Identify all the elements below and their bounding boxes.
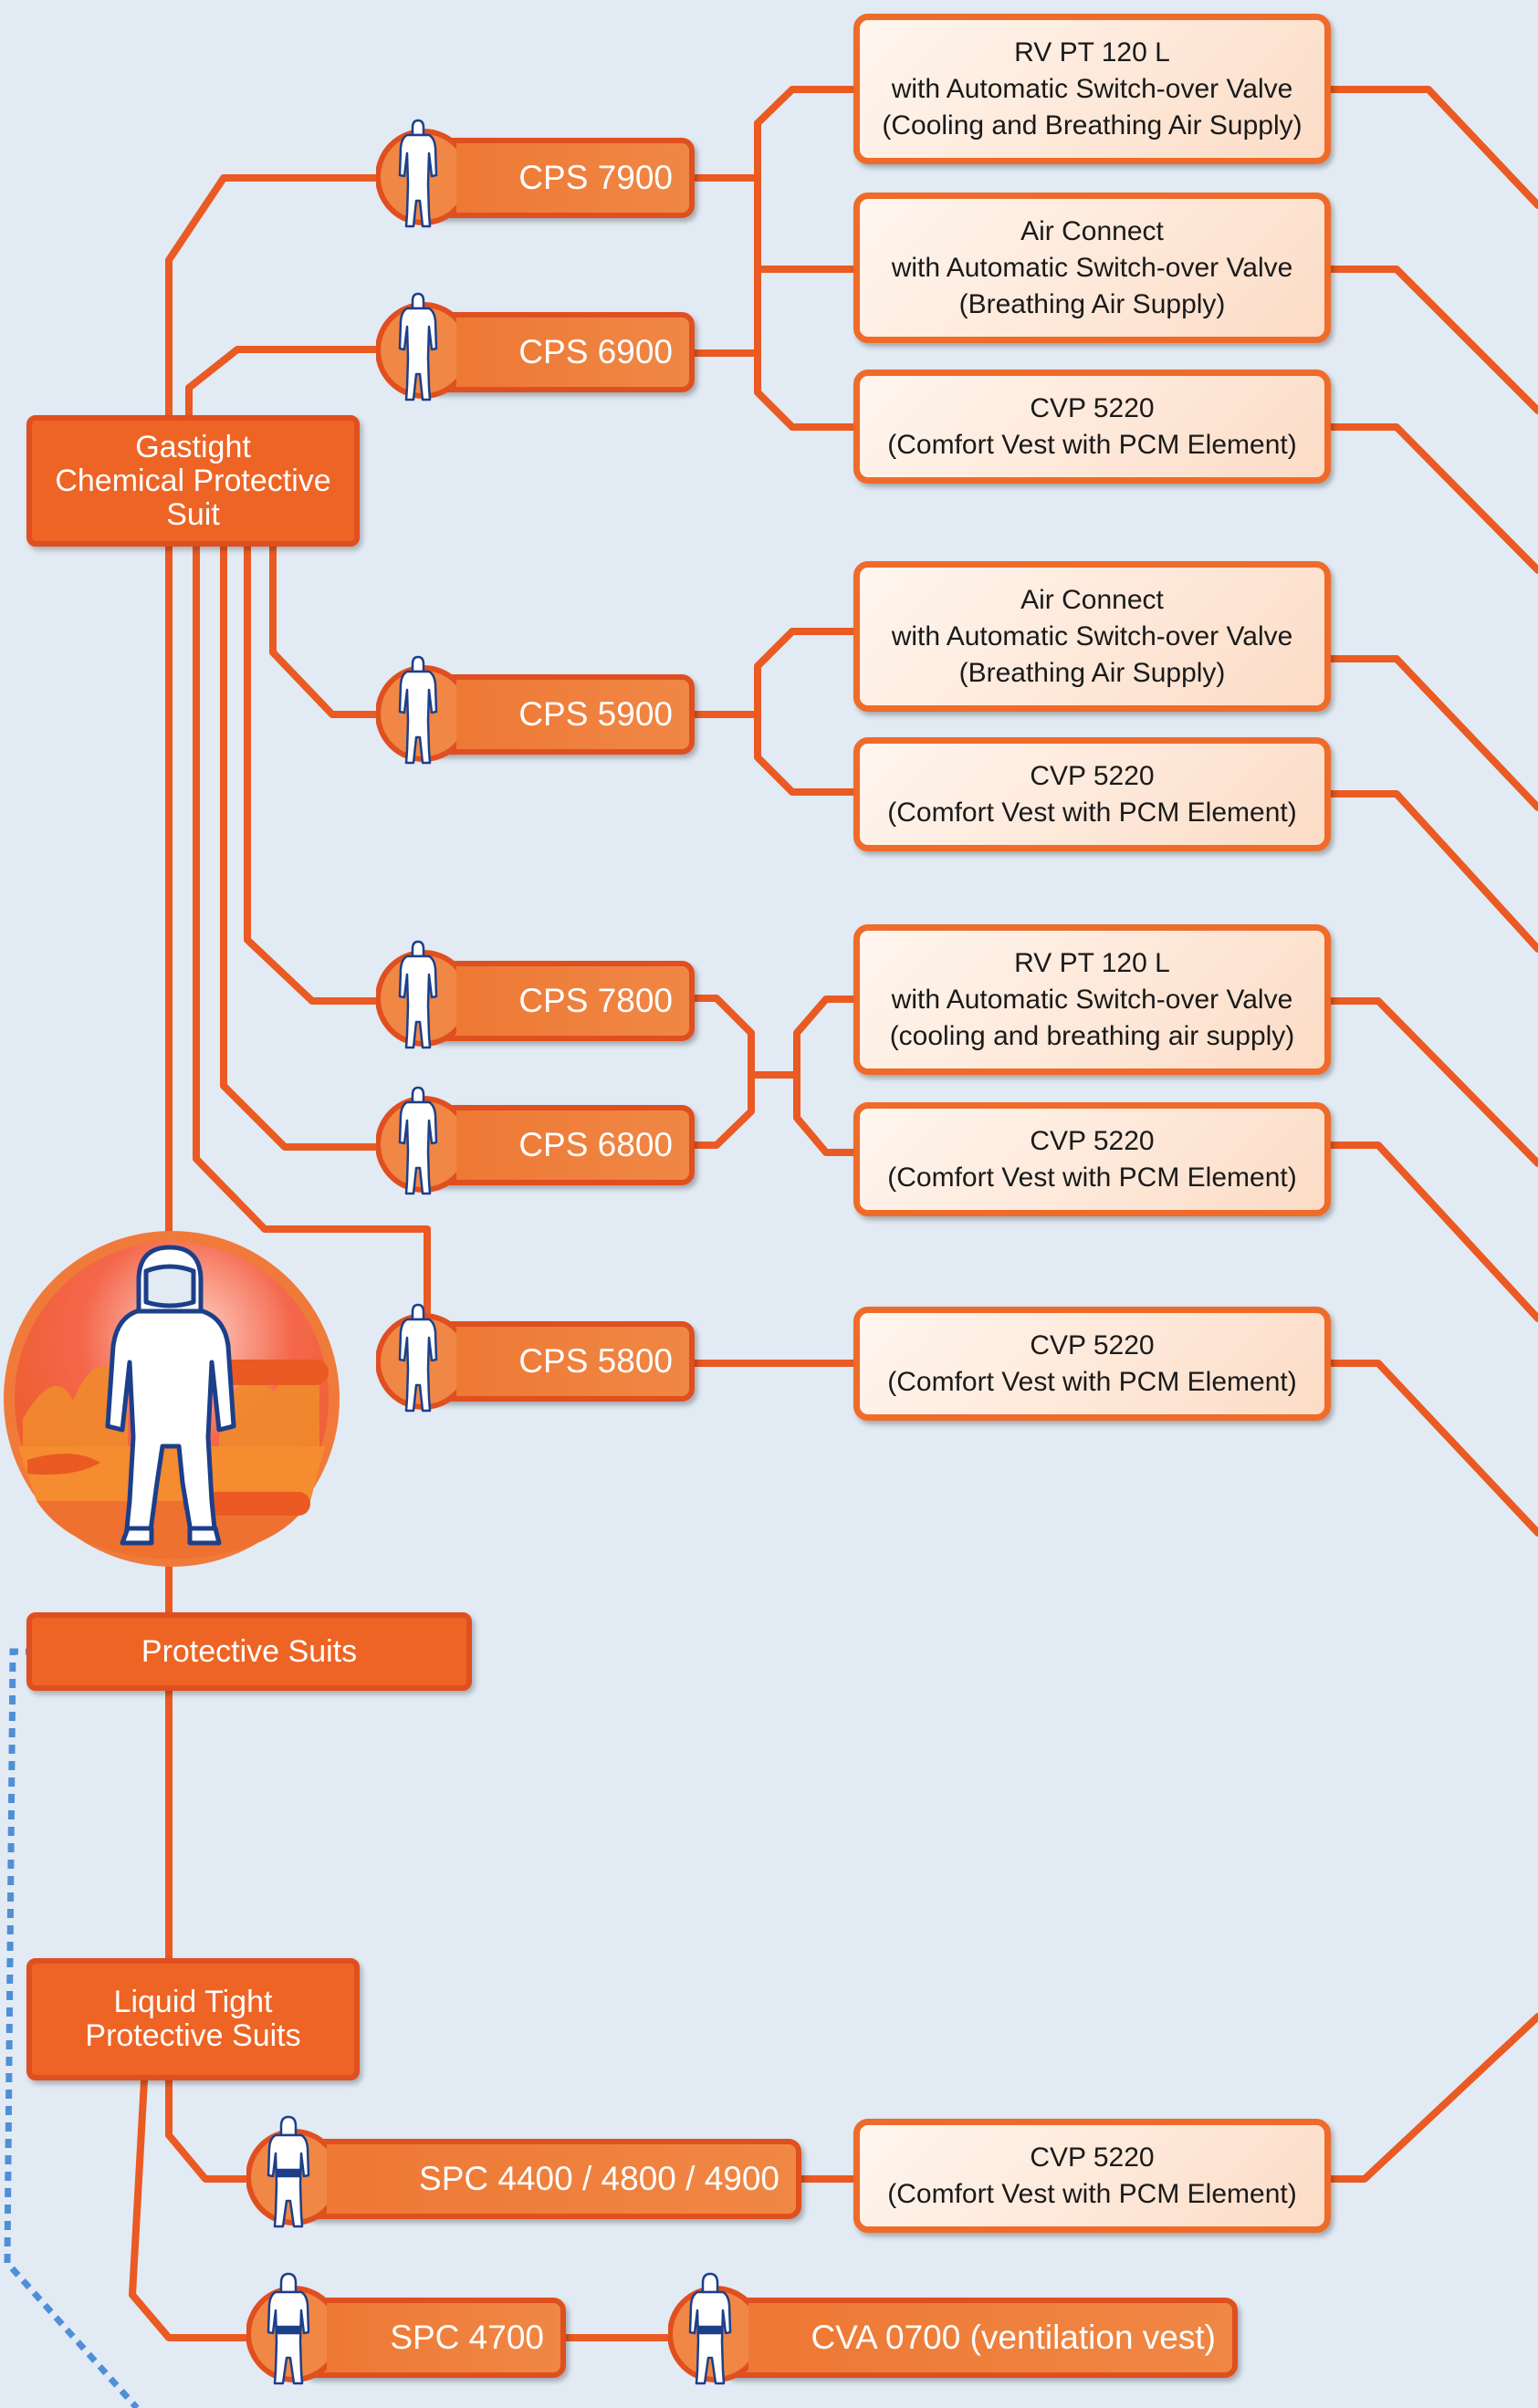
connector-cps7800-bus	[685, 995, 755, 1149]
accessory-line: with Automatic Switch-over Valve	[891, 73, 1293, 104]
connector-bus-1	[754, 120, 862, 431]
liquid-tight-label-line-1: Liquid Tight	[113, 1985, 273, 2019]
suit-spc-4700-label: SPC 4700	[390, 2319, 544, 2356]
connector-out-6	[1324, 997, 1538, 1167]
connector-cps5900	[269, 542, 387, 718]
connector-bus-top	[754, 86, 862, 127]
connector-spc4400	[165, 2077, 259, 2183]
accessory-cvp-5220: CVP 5220 (Comfort Vest with PCM Element)	[853, 737, 1331, 851]
accessory-line: RV PT 120 L	[1014, 36, 1170, 68]
ventilation-vest-icon	[668, 2272, 748, 2385]
accessory-line: with Automatic Switch-over Valve	[891, 252, 1293, 283]
accessory-line: (Breathing Air Supply)	[958, 657, 1226, 688]
suit-cps-6900: CPS 6900	[424, 312, 695, 392]
connector-cps5900-branch	[754, 628, 862, 796]
connector-out-1	[1324, 86, 1538, 209]
connector-cps6900	[185, 346, 387, 422]
connector-cps78-branch	[793, 996, 862, 1156]
accessory-line: CVP 5220	[1030, 2142, 1155, 2173]
connector-out-5	[1324, 790, 1538, 953]
accessory-line: (cooling and breathing air supply)	[889, 1020, 1295, 1051]
suit-cps-7800-label: CPS 7800	[518, 982, 673, 1019]
accessory-line: CVP 5220	[1030, 1329, 1155, 1360]
suit-cps-6800: CPS 6800	[424, 1105, 695, 1185]
accessory-cvp-5220: CVP 5220 (Comfort Vest with PCM Element)	[853, 1307, 1331, 1421]
connector-out-4	[1324, 655, 1538, 811]
category-gastight-chemical-protective-suit: Gastight Chemical Protective Suit	[26, 415, 360, 547]
suit-cps-5800-label: CPS 5800	[518, 1342, 673, 1380]
accessory-line: CVP 5220	[1030, 760, 1155, 791]
accessory-line: CVP 5220	[1030, 392, 1155, 423]
accessory-line: Air Connect	[1020, 584, 1164, 615]
gastight-label-line-3: Suit	[166, 496, 220, 532]
accessory-cvp-5220: CVP 5220 (Comfort Vest with PCM Element)	[853, 2119, 1331, 2233]
gastight-label-line-1: Gastight	[135, 429, 251, 464]
suit-spc-4700: SPC 4700	[301, 2298, 566, 2378]
dashed-connector	[4, 1648, 140, 2408]
accessory-line: (Comfort Vest with PCM Element)	[887, 797, 1297, 828]
suit-cps-7800: CPS 7800	[424, 961, 695, 1041]
protective-suit-icon	[376, 119, 456, 228]
accessory-line: (Comfort Vest with PCM Element)	[887, 2178, 1297, 2209]
category-liquid-tight-protective-suits: Liquid Tight Protective Suits	[26, 1958, 360, 2080]
protective-suit-icon	[376, 1303, 456, 1412]
connector-out-8	[1324, 1360, 1538, 1537]
protective-suit-icon	[376, 292, 456, 401]
accessory-air-connect: Air Connect with Automatic Switch-over V…	[853, 561, 1331, 712]
accessory-line: (Breathing Air Supply)	[958, 288, 1226, 319]
connector-out-7	[1324, 1141, 1538, 1322]
suit-spc-4400-4800-4900: SPC 4400 / 4800 / 4900	[301, 2139, 801, 2219]
suit-cps-7900-label: CPS 7900	[518, 159, 673, 196]
connector-cps6800	[220, 542, 387, 1151]
liquid-tight-label-line-2: Protective Suits	[85, 2018, 301, 2053]
connector-cps7900	[165, 174, 387, 422]
accessory-cvp-5220: CVP 5220 (Comfort Vest with PCM Element)	[853, 370, 1331, 484]
protective-suits-label: Protective Suits	[141, 1633, 358, 1669]
accessory-line: CVP 5220	[1030, 1125, 1155, 1156]
suit-cps-6800-label: CPS 6800	[518, 1126, 673, 1163]
suit-cva-0700: CVA 0700 (ventilation vest)	[721, 2298, 1238, 2378]
suit-spc-4400-label: SPC 4400 / 4800 / 4900	[419, 2160, 779, 2197]
connector-spc4700	[129, 2077, 259, 2341]
accessory-line: with Automatic Switch-over Valve	[891, 984, 1293, 1015]
suit-cps-5800: CPS 5800	[424, 1321, 695, 1402]
suit-cva-0700-label: CVA 0700 (ventilation vest)	[811, 2319, 1216, 2356]
protective-suit-icon	[376, 655, 456, 765]
connector-cps5800	[193, 542, 431, 1331]
connector-out-9	[1324, 2013, 1538, 2183]
accessory-line: (Comfort Vest with PCM Element)	[887, 429, 1297, 460]
accessory-line: (Comfort Vest with PCM Element)	[887, 1162, 1297, 1193]
protective-suit-icon	[376, 940, 456, 1049]
category-protective-suits: Protective Suits	[26, 1612, 472, 1691]
accessory-air-connect: Air Connect with Automatic Switch-over V…	[853, 193, 1331, 343]
protective-suit-icon	[246, 2115, 327, 2228]
connector-out-2	[1324, 266, 1538, 414]
suit-cps-7900: CPS 7900	[424, 138, 695, 218]
suit-cps-5900-label: CPS 5900	[518, 695, 673, 733]
accessory-line: RV PT 120 L	[1014, 947, 1170, 978]
gastight-label-line-2: Chemical Protective	[55, 463, 331, 498]
accessory-rv-pt-120l-cooling: RV PT 120 L with Automatic Switch-over V…	[853, 14, 1331, 164]
chemical-suit-fire-illustration	[4, 1231, 340, 1567]
accessory-cvp-5220: CVP 5220 (Comfort Vest with PCM Element)	[853, 1102, 1331, 1216]
connector-cps7800	[244, 542, 387, 1005]
connector-out-3	[1324, 423, 1538, 574]
suit-cps-5900: CPS 5900	[424, 674, 695, 755]
accessory-line: (Cooling and Breathing Air Supply)	[882, 109, 1303, 141]
accessory-line: Air Connect	[1020, 215, 1164, 246]
accessory-line: with Automatic Switch-over Valve	[891, 620, 1293, 652]
accessory-line: (Comfort Vest with PCM Element)	[887, 1366, 1297, 1397]
protective-suit-icon	[246, 2272, 327, 2385]
suit-cps-6900-label: CPS 6900	[518, 333, 673, 370]
accessory-rv-pt-120l-cooling: RV PT 120 L with Automatic Switch-over V…	[853, 924, 1331, 1075]
protective-suit-icon	[376, 1086, 456, 1195]
